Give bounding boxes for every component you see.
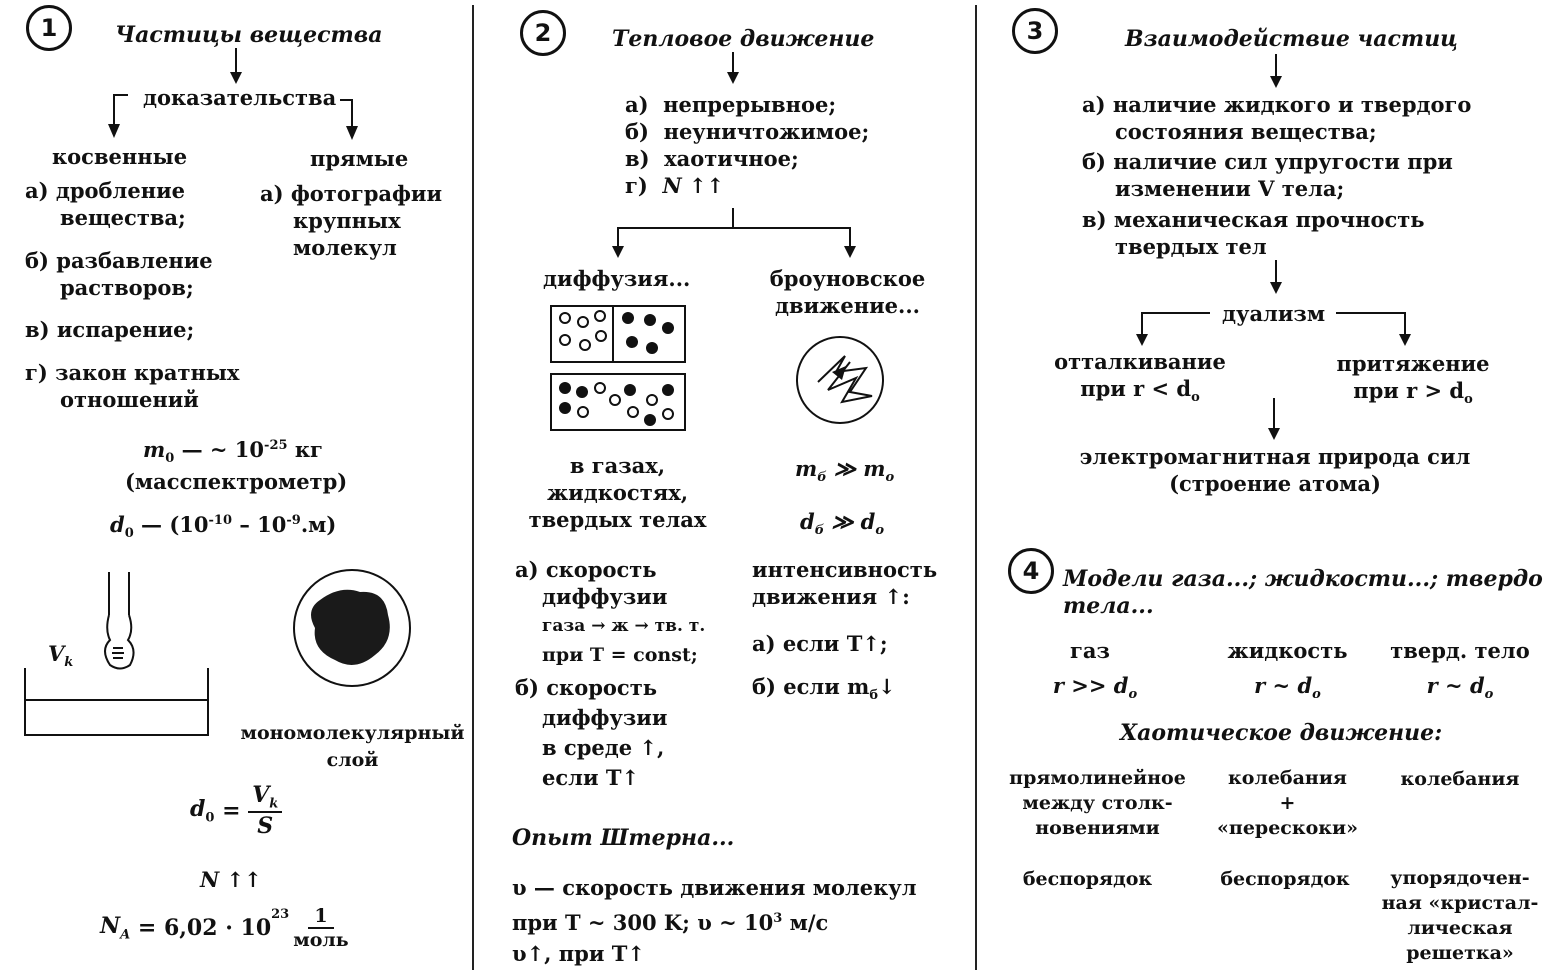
brownian-size-relation: dб ≫ do: [800, 509, 885, 539]
interaction-item-c: в) механическая прочность твердых тел: [1082, 207, 1425, 259]
motion-liquid: колебания+«перескоки»: [1217, 767, 1358, 839]
state-gas: газ: [1070, 638, 1110, 663]
diameter-ratio-formula: d0 = Vk S: [190, 782, 283, 839]
section-number-2: 2: [520, 10, 566, 56]
indirect-item-a: а) дробление вещества;: [25, 178, 186, 230]
diameter-formula: d0 — (10-10 – 10-9.м): [110, 512, 337, 542]
col3-title: Взаимодействие частиц: [1125, 26, 1458, 52]
evidence-label: доказательства: [143, 85, 337, 110]
indirect-item-b: б) разбавление растворов;: [25, 248, 213, 300]
section-number-1: 1: [26, 5, 72, 51]
interaction-item-b: б) наличие сил упругости при изменении V…: [1082, 149, 1453, 201]
dualism-label: дуализм: [1222, 301, 1326, 326]
diffusion-speed-a: а) скорость диффузии газа → ж → тв. т. п…: [515, 557, 706, 666]
stern-experiment-title: Опыт Штерна...: [512, 825, 735, 851]
direct-label: прямые: [310, 146, 409, 171]
order-liquid: беспорядок: [1220, 868, 1350, 890]
column-divider-1: [472, 5, 474, 970]
em-nature: электромагнитная природа сил(строение ат…: [1079, 444, 1471, 496]
order-gas: беспорядок: [1022, 868, 1153, 890]
stern-lines: υ — скорость движения молекул при T ~ 30…: [512, 875, 917, 966]
diffusion-label: диффузия...: [543, 266, 691, 291]
col2-title: Тепловое движение: [612, 26, 875, 52]
section-number-4: 4: [1008, 548, 1054, 594]
mass-device: (масспектрометр): [125, 469, 348, 494]
column-divider-2: [975, 5, 977, 970]
intensity-a: а) если T↑;: [752, 631, 888, 656]
interaction-item-a: а) наличие жидкого и твердого состояния …: [1082, 92, 1472, 144]
relation-solid: r ~ do: [1426, 673, 1494, 703]
indirect-item-c: в) испарение;: [25, 317, 195, 342]
intensity-b: б) если mб↓: [752, 674, 896, 704]
direct-item-a: а) фотографии крупных молекул: [260, 181, 443, 260]
brownian-mass-relation: mб ≫ mo: [795, 456, 895, 486]
motion-solid: колебания: [1400, 768, 1520, 790]
indirect-label: косвенные: [52, 144, 188, 169]
state-solid: тверд. тело: [1390, 638, 1530, 663]
relation-gas: r >> do: [1052, 673, 1138, 703]
chaotic-motion-title: Хаотическое движение:: [1120, 720, 1443, 746]
col1-title: Частицы вещества: [115, 22, 383, 48]
n-growth: N ↑↑: [200, 867, 262, 892]
diffusion-speed-b: б) скорость диффузии в среде ↑, если T↑: [515, 675, 668, 790]
vk-label: Vk: [48, 641, 74, 671]
mass-formula: m0 — ~ 10-25 кг: [143, 437, 323, 467]
diffusion-media: в газах,жидкостях,твердых телах: [528, 453, 707, 532]
state-liquid: жидкость: [1227, 638, 1348, 663]
thermal-props: а) непрерывное; б) неуничтожимое; в) хао…: [625, 92, 870, 198]
indirect-item-d: г) закон кратных отношений: [25, 360, 240, 412]
relation-liquid: r ~ do: [1254, 673, 1321, 703]
section-number-3: 3: [1012, 8, 1058, 54]
